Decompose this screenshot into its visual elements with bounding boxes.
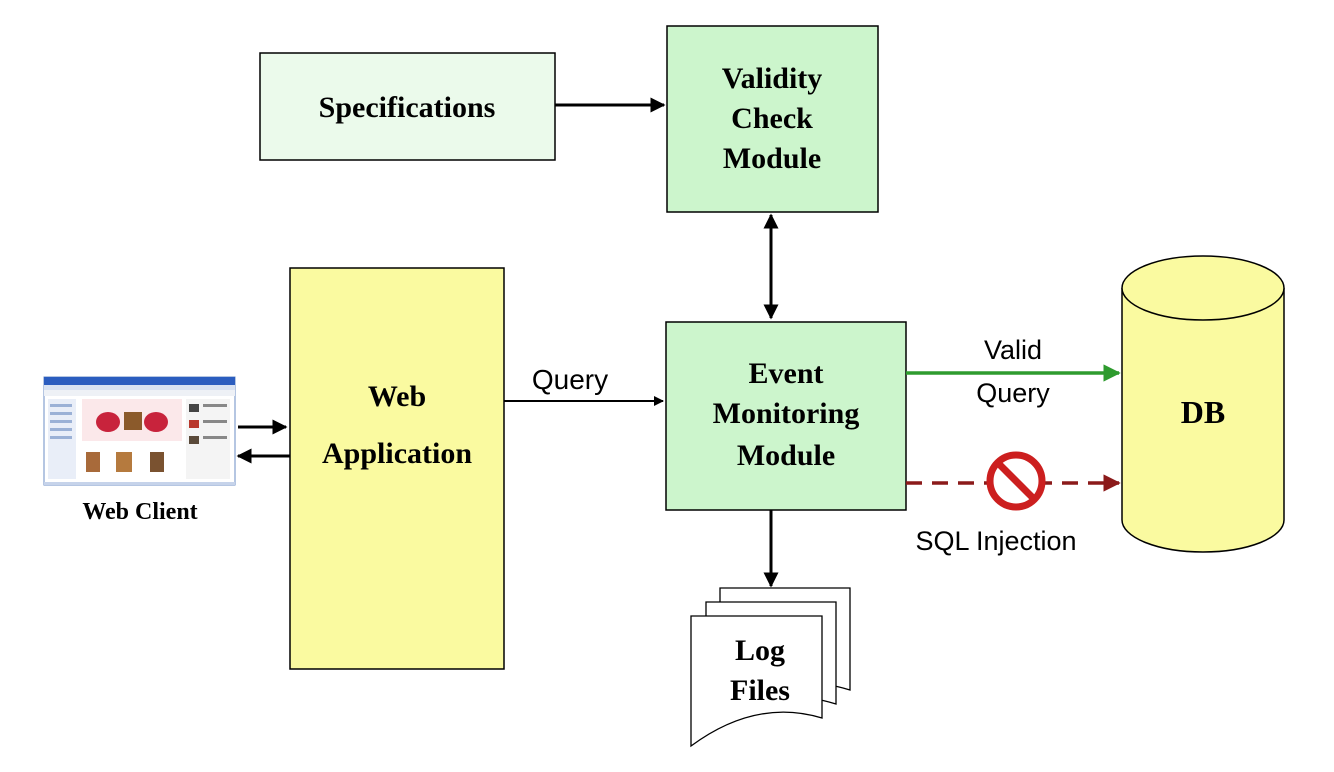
no-entry-icon	[986, 451, 1046, 511]
db-cylinder: DB	[1121, 255, 1285, 553]
web-application-box: Web Application	[289, 267, 505, 670]
log-files-line-1: Log	[735, 634, 785, 667]
specifications-label: Specifications	[319, 91, 496, 124]
valid-query-line-2: Query	[976, 378, 1050, 408]
web-client-screenshot-icon	[43, 376, 236, 486]
web-client-label: Web Client	[82, 499, 197, 525]
log-files-line-2: Files	[730, 674, 790, 707]
validity-check-line-3: Module	[723, 142, 821, 175]
sql-injection-label: SQL Injection	[915, 526, 1076, 556]
db-label: DB	[1181, 394, 1225, 430]
event-monitoring-line-3: Module	[737, 439, 835, 472]
event-monitoring-line-1: Event	[749, 357, 824, 390]
validity-check-line-1: Validity	[722, 62, 823, 95]
event-monitoring-line-2: Monitoring	[713, 397, 860, 430]
query-label: Query	[532, 364, 608, 395]
validity-check-module-box: Validity Check Module	[666, 25, 879, 213]
web-application-line-2: Application	[322, 437, 472, 470]
specifications-box: Specifications	[259, 52, 556, 161]
event-monitoring-module-box: Event Monitoring Module	[665, 321, 907, 511]
validity-check-line-2: Check	[731, 102, 813, 135]
valid-query-line-1: Valid	[984, 335, 1042, 365]
log-files-stack: Log Files	[690, 587, 851, 748]
web-application-line-1: Web	[368, 380, 426, 413]
